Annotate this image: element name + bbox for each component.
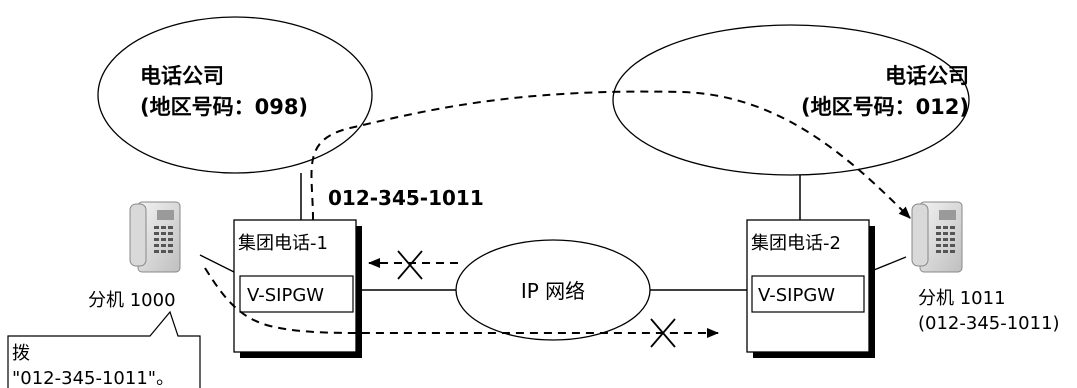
pbx-left-module: V-SIPGW: [247, 285, 324, 306]
left-carrier-name: 电话公司: [140, 64, 224, 88]
pbx-right-module: V-SIPGW: [758, 285, 835, 306]
block-x-icon: [650, 318, 676, 348]
phone-icon: [129, 201, 181, 273]
left-carrier-area: (地区号码：098): [140, 95, 308, 119]
right-carrier-name: 电话公司: [885, 64, 969, 88]
right-phone-line: [868, 256, 907, 273]
pbx-left-name: 集团电话-1: [238, 233, 328, 254]
left-extension-label: 分机 1000: [88, 290, 176, 311]
call-route-via-pstn: [310, 90, 911, 221]
left-carrier-cloud: [97, 16, 373, 174]
dial-callout-balloon: [7, 310, 201, 388]
callout-line-1: 拨: [12, 343, 30, 364]
right-extension-number: (012-345-1011): [918, 313, 1060, 334]
callout-line-2: "012-345-1011"。: [12, 368, 174, 388]
phone-icon: [911, 201, 963, 273]
left-phone-line: [199, 254, 235, 273]
right-carrier-cloud: [612, 24, 970, 176]
block-x-icon: [397, 250, 423, 280]
ip-network-label: IP 网络: [521, 279, 585, 303]
right-carrier-area: (地区号码：012): [801, 95, 969, 119]
pbx-right-name: 集团电话-2: [751, 233, 841, 254]
right-extension-label: 分机 1011: [918, 288, 1006, 309]
pbx-right-module-box: [751, 275, 865, 313]
dialed-number-label: 012-345-1011: [328, 186, 484, 210]
pbx-left-module-box: [239, 275, 354, 313]
blocked-route-outgoing: [204, 267, 719, 338]
